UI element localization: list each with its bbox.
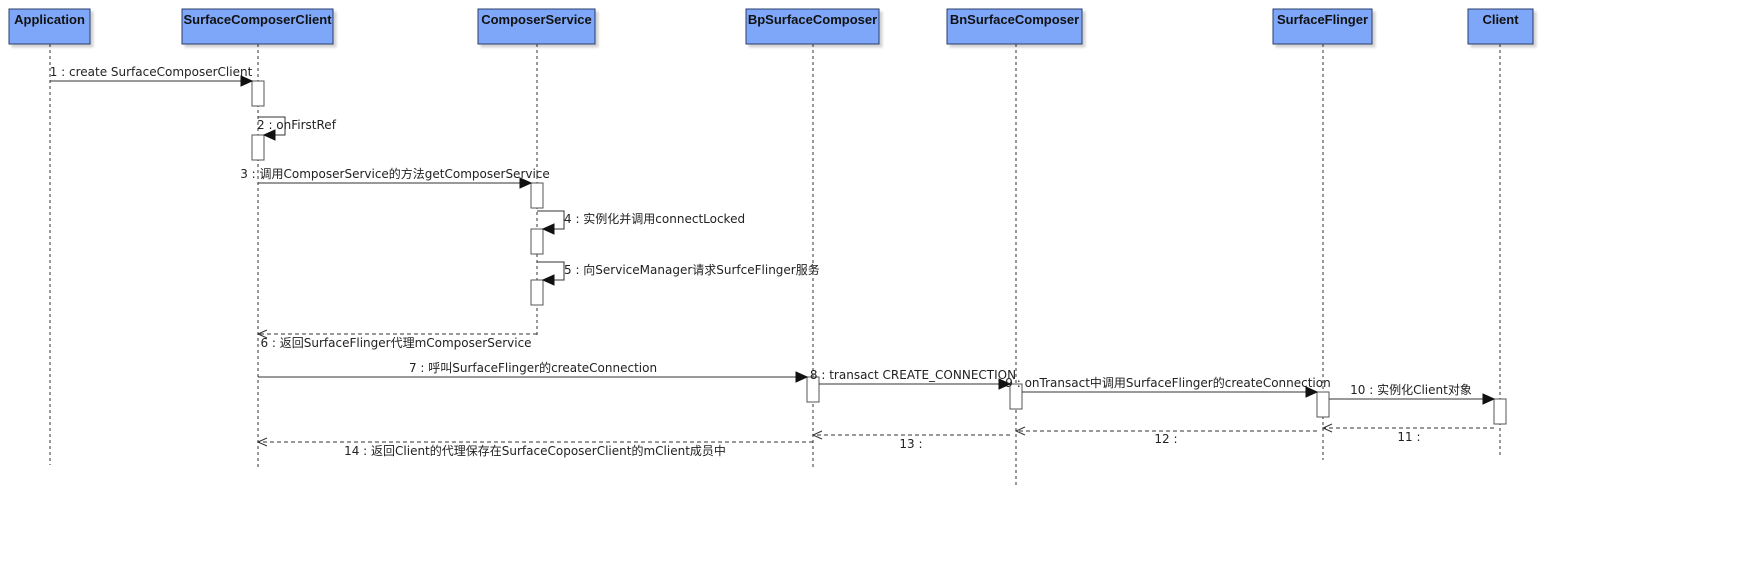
activation-bar: [1316, 391, 1330, 418]
message-label: 7 : 呼叫SurfaceFlinger的createConnection: [409, 360, 657, 375]
participant-client: Client: [1467, 8, 1534, 45]
activation-bar: [530, 228, 544, 255]
message-label: 6 : 返回SurfaceFlinger代理mComposerService: [260, 336, 531, 350]
arrowhead: [541, 223, 555, 235]
message-12: 12 :: [1014, 426, 1317, 446]
arrowhead: [240, 75, 254, 87]
message-label: 8 : transact CREATE_CONNECTION: [810, 368, 1016, 382]
message-6: 6 : 返回SurfaceFlinger代理mComposerService: [256, 329, 537, 350]
participant-bn: BnSurfaceComposer: [946, 8, 1083, 45]
participant-name: Client: [1482, 12, 1519, 27]
message-10: 10 : 实例化Client对象: [1329, 382, 1496, 405]
participant-name: ComposerService: [481, 12, 592, 27]
activation-bar: [251, 134, 265, 161]
activation-bar: [1009, 383, 1023, 410]
message-label: 11 :: [1397, 430, 1420, 444]
message-label: 12 :: [1154, 432, 1177, 446]
message-2: 2 : onFirstRef: [257, 116, 337, 141]
arrowhead: [519, 177, 533, 189]
message-11: 11 :: [1321, 423, 1494, 444]
arrowhead: [256, 329, 268, 339]
participant-name: Application: [14, 12, 85, 27]
message-label: 9 : onTransact中调用SurfaceFlinger的createCo…: [1005, 375, 1330, 390]
message-label: 13 :: [899, 437, 922, 451]
message-9: 9 : onTransact中调用SurfaceFlinger的createCo…: [1005, 375, 1331, 398]
participant-name: BnSurfaceComposer: [950, 12, 1079, 27]
message-7: 7 : 呼叫SurfaceFlinger的createConnection: [258, 360, 809, 383]
arrowhead: [998, 378, 1012, 390]
arrowhead: [795, 371, 809, 383]
message-label: 1 : create SurfaceComposerClient: [50, 65, 253, 79]
arrowhead: [1482, 393, 1496, 405]
message-5: 5 : 向ServiceManager请求SurfceFlinger服务: [537, 261, 820, 286]
activation-bar: [1493, 398, 1507, 425]
participant-scc: SurfaceComposerClient: [181, 8, 334, 45]
arrowhead: [1305, 386, 1319, 398]
message-3: 3 : 调用ComposerService的方法getComposerServi…: [240, 166, 550, 189]
participant-bp: BpSurfaceComposer: [745, 8, 880, 45]
arrowhead: [262, 129, 276, 141]
participant-name: BpSurfaceComposer: [748, 12, 877, 27]
message-label: 14 : 返回Client的代理保存在SurfaceCoposerClient的…: [344, 443, 726, 458]
arrowhead: [811, 430, 823, 440]
arrowhead: [541, 274, 555, 286]
participant-cs: ComposerService: [477, 8, 596, 45]
activation-bar: [806, 376, 820, 403]
message-label: 4 : 实例化并调用connectLocked: [564, 211, 745, 226]
activation-bar: [530, 279, 544, 306]
message-8: 8 : transact CREATE_CONNECTION: [810, 368, 1016, 390]
participant-name: SurfaceComposerClient: [183, 12, 332, 27]
arrowhead: [1321, 423, 1333, 433]
message-4: 4 : 实例化并调用connectLocked: [537, 210, 745, 235]
message-label: 3 : 调用ComposerService的方法getComposerServi…: [240, 166, 550, 181]
message-13: 13 :: [811, 430, 1010, 451]
activation-bar: [251, 80, 265, 107]
message-1: 1 : create SurfaceComposerClient: [50, 65, 254, 87]
message-14: 14 : 返回Client的代理保存在SurfaceCoposerClient的…: [256, 437, 813, 458]
participant-app: Application: [8, 8, 91, 45]
arrowhead: [1014, 426, 1026, 436]
participant-sf: SurfaceFlinger: [1272, 8, 1373, 45]
activation-bar: [530, 182, 544, 209]
message-label: 2 : onFirstRef: [257, 118, 337, 132]
message-label: 5 : 向ServiceManager请求SurfceFlinger服务: [564, 262, 820, 277]
message-label: 10 : 实例化Client对象: [1350, 382, 1472, 397]
participant-name: SurfaceFlinger: [1277, 12, 1368, 27]
arrowhead: [256, 437, 268, 447]
